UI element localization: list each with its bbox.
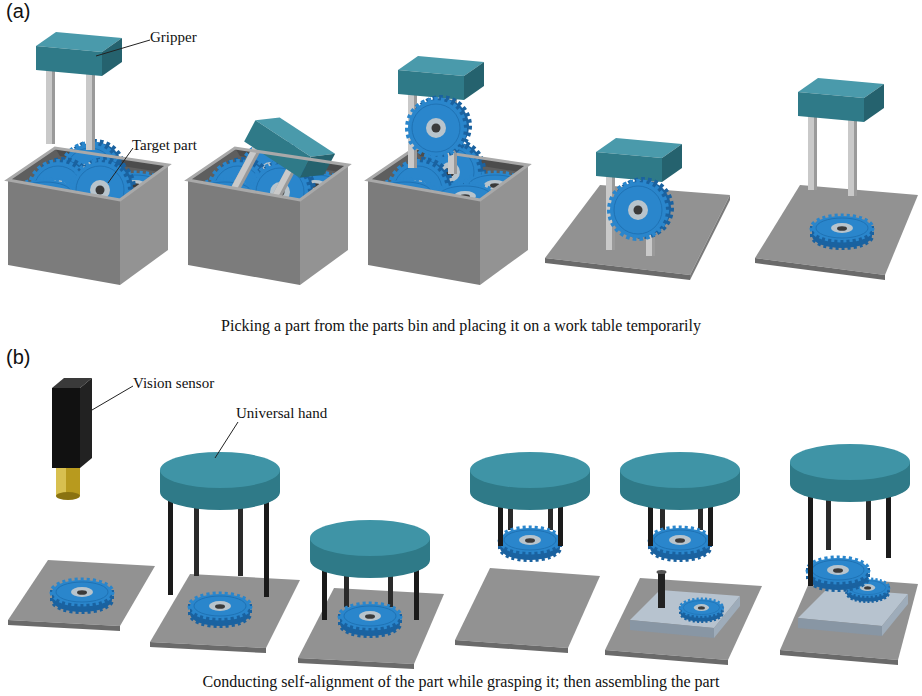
- callout-label: Vision sensor: [133, 375, 214, 392]
- panel-caption: Picking a part from the parts bin and pl…: [0, 317, 922, 335]
- panel-caption: Conducting self-alignment of the part wh…: [0, 673, 922, 691]
- panel-label: (a): [6, 0, 30, 23]
- callout-label: Gripper: [150, 29, 197, 46]
- callout-label: Target part: [132, 137, 197, 154]
- callout-label: Universal hand: [236, 405, 327, 422]
- panel-label: (b): [6, 346, 30, 369]
